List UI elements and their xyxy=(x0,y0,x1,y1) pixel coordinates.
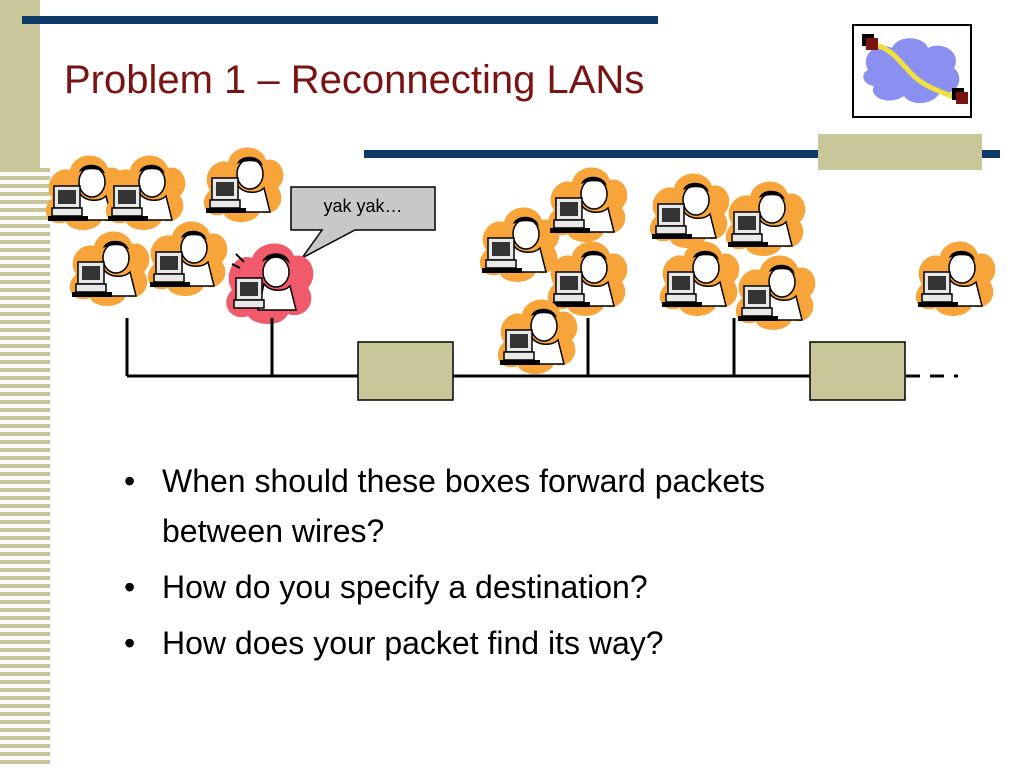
person-at-computer-icon xyxy=(659,240,741,317)
bridge-box-icon xyxy=(809,341,906,401)
network-cloud-icon xyxy=(852,24,972,118)
left-stripe-gap xyxy=(40,0,50,168)
bullet-list: • When should these boxes forward packets… xyxy=(118,456,938,674)
person-at-computer-icon xyxy=(497,298,579,375)
bullet-text: How do you specify a destination? xyxy=(162,569,648,605)
person-at-computer-icon xyxy=(479,206,561,283)
left-stripe-solid-block xyxy=(0,0,40,168)
speech-bubble-text: yak yak… xyxy=(323,196,403,216)
speech-bubble xyxy=(290,186,436,259)
person-at-computer-icon xyxy=(735,254,817,331)
top-accent-bar xyxy=(22,16,658,24)
person-at-computer-icon xyxy=(649,172,731,249)
bullet-dot: • xyxy=(124,625,136,661)
bullet-item: • When should these boxes forward packets… xyxy=(118,456,938,556)
person-at-computer-icon xyxy=(203,146,285,223)
person-at-computer-icon xyxy=(547,166,629,243)
slide-title: Problem 1 – Reconnecting LANs xyxy=(64,58,645,102)
title-underline-bar xyxy=(364,150,1000,158)
bullet-item: • How does your packet find its way? xyxy=(118,618,938,668)
bridge-box-icon xyxy=(357,341,454,401)
bullet-item: • How do you specify a destination? xyxy=(118,562,938,612)
bullet-dot: • xyxy=(124,463,136,499)
person-at-computer-icon xyxy=(915,240,997,317)
bullet-text: How does your packet find its way? xyxy=(162,625,664,661)
person-at-computer-icon xyxy=(547,240,629,317)
person-at-computer-icon xyxy=(105,154,187,231)
bullet-text: When should these boxes forward packets … xyxy=(162,463,765,549)
person-at-computer-icon xyxy=(147,220,229,297)
bullet-dot: • xyxy=(124,569,136,605)
person-at-computer-icon xyxy=(69,230,151,307)
person-at-computer-icon xyxy=(725,180,807,257)
talker-at-computer-icon xyxy=(225,242,315,325)
title-underline-block xyxy=(818,134,982,170)
